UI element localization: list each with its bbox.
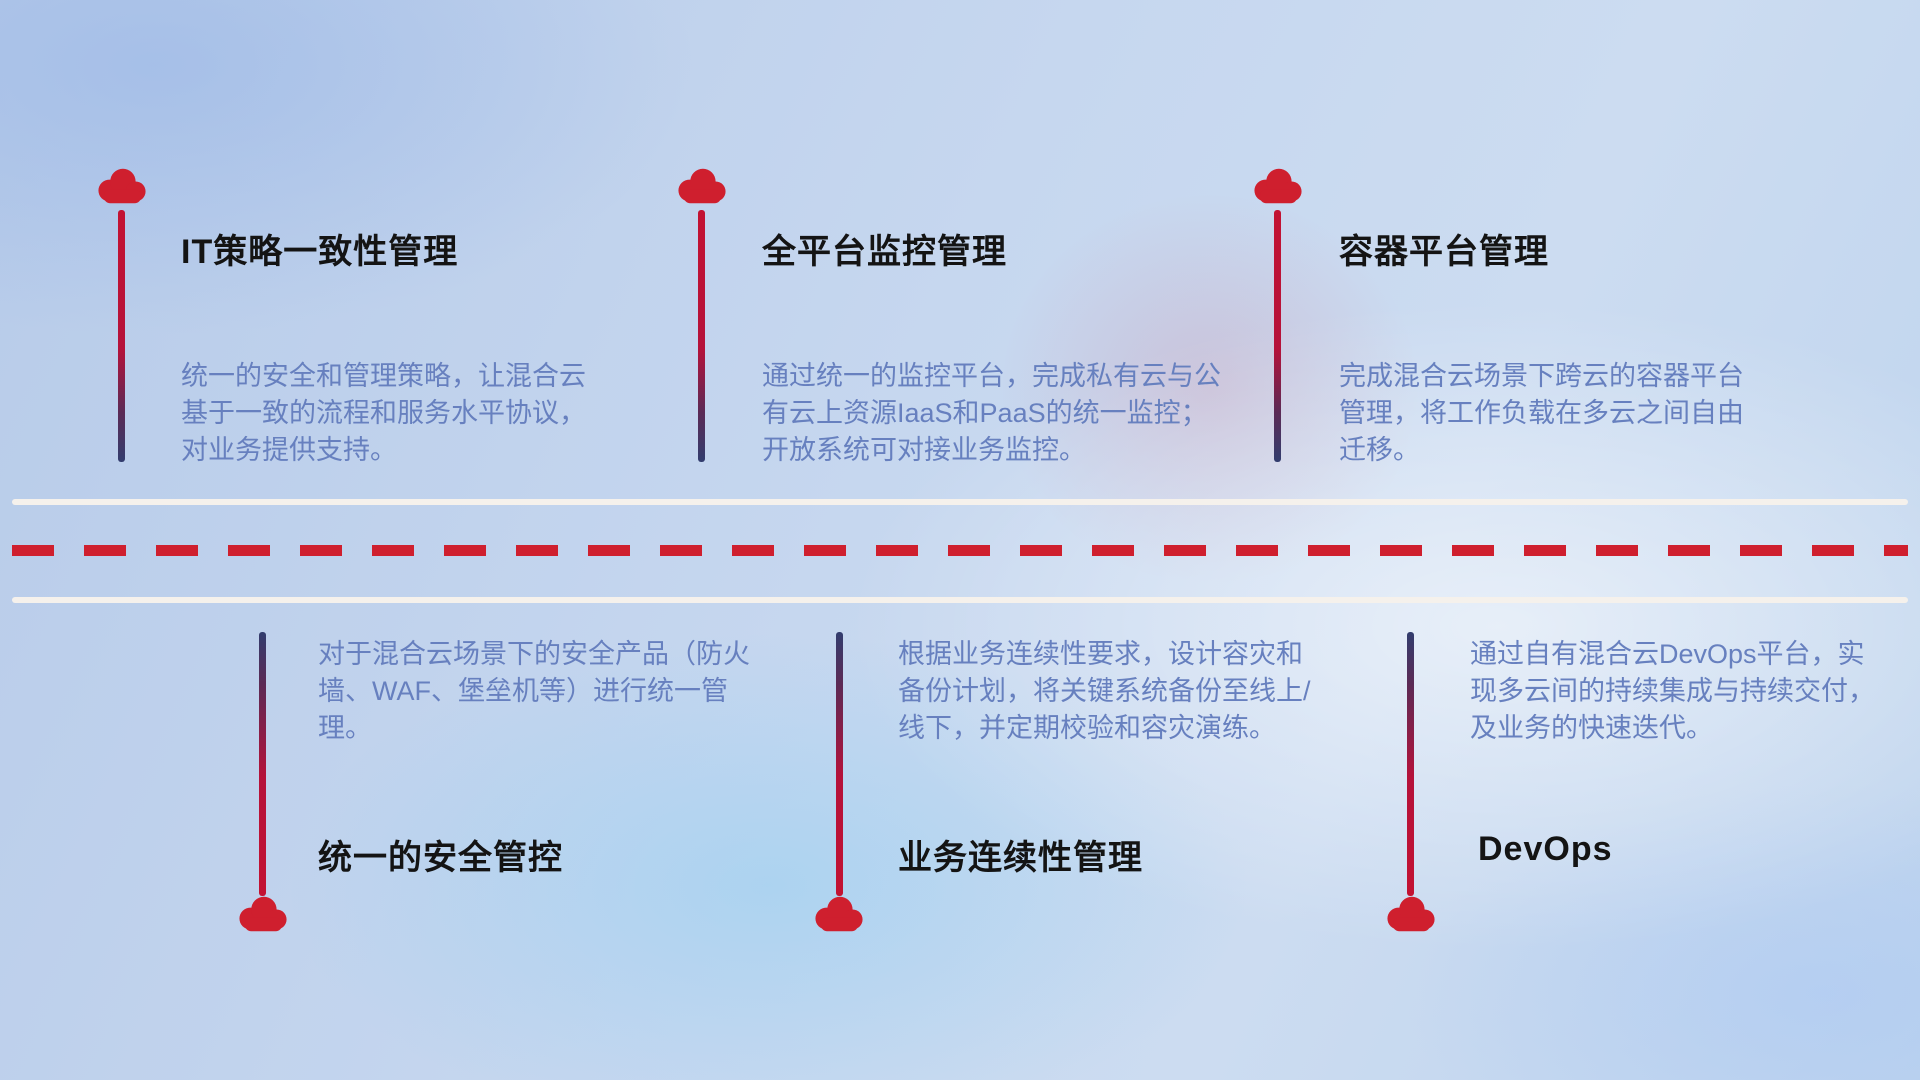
cloud-icon xyxy=(1254,168,1302,204)
item-title: DevOps xyxy=(1478,830,1613,868)
item-description: 对于混合云场景下的安全产品（防火墙、WAF、堡垒机等）进行统一管理。 xyxy=(318,639,750,743)
cloud-icon xyxy=(1387,896,1435,932)
cloud-icon xyxy=(239,896,287,932)
timeline-stem xyxy=(118,210,125,462)
item-description: 通过统一的监控平台，完成私有云与公有云上资源IaaS和PaaS的统一监控；开放系… xyxy=(762,361,1221,465)
cloud-icon xyxy=(678,168,726,204)
road-center-dashed-line xyxy=(12,545,1908,556)
item-title: 容器平台管理 xyxy=(1339,233,1549,271)
timeline-stem xyxy=(1407,632,1414,896)
item-description: 根据业务连续性要求，设计容灾和备份计划，将关键系统备份至线上/线下，并定期校验和… xyxy=(898,639,1311,743)
timeline-stem xyxy=(836,632,843,896)
item-title: 全平台监控管理 xyxy=(762,233,1007,271)
timeline-stem xyxy=(1274,210,1281,462)
item-title: 统一的安全管控 xyxy=(318,839,563,877)
item-title: IT策略一致性管理 xyxy=(181,233,459,271)
item-description: 完成混合云场景下跨云的容器平台管理，将工作负载在多云之间自由迁移。 xyxy=(1339,361,1744,465)
timeline-stem xyxy=(259,632,266,896)
cloud-icon xyxy=(815,896,863,932)
cloud-icon xyxy=(98,168,146,204)
road-top-line xyxy=(12,499,1908,505)
timeline-stem xyxy=(698,210,705,462)
item-title: 业务连续性管理 xyxy=(898,839,1143,877)
item-description: 统一的安全和管理策略，让混合云基于一致的流程和服务水平协议，对业务提供支持。 xyxy=(181,361,586,465)
road-bottom-line xyxy=(12,597,1908,603)
item-description: 通过自有混合云DevOps平台，实现多云间的持续集成与持续交付，及业务的快速迭代… xyxy=(1470,639,1875,743)
